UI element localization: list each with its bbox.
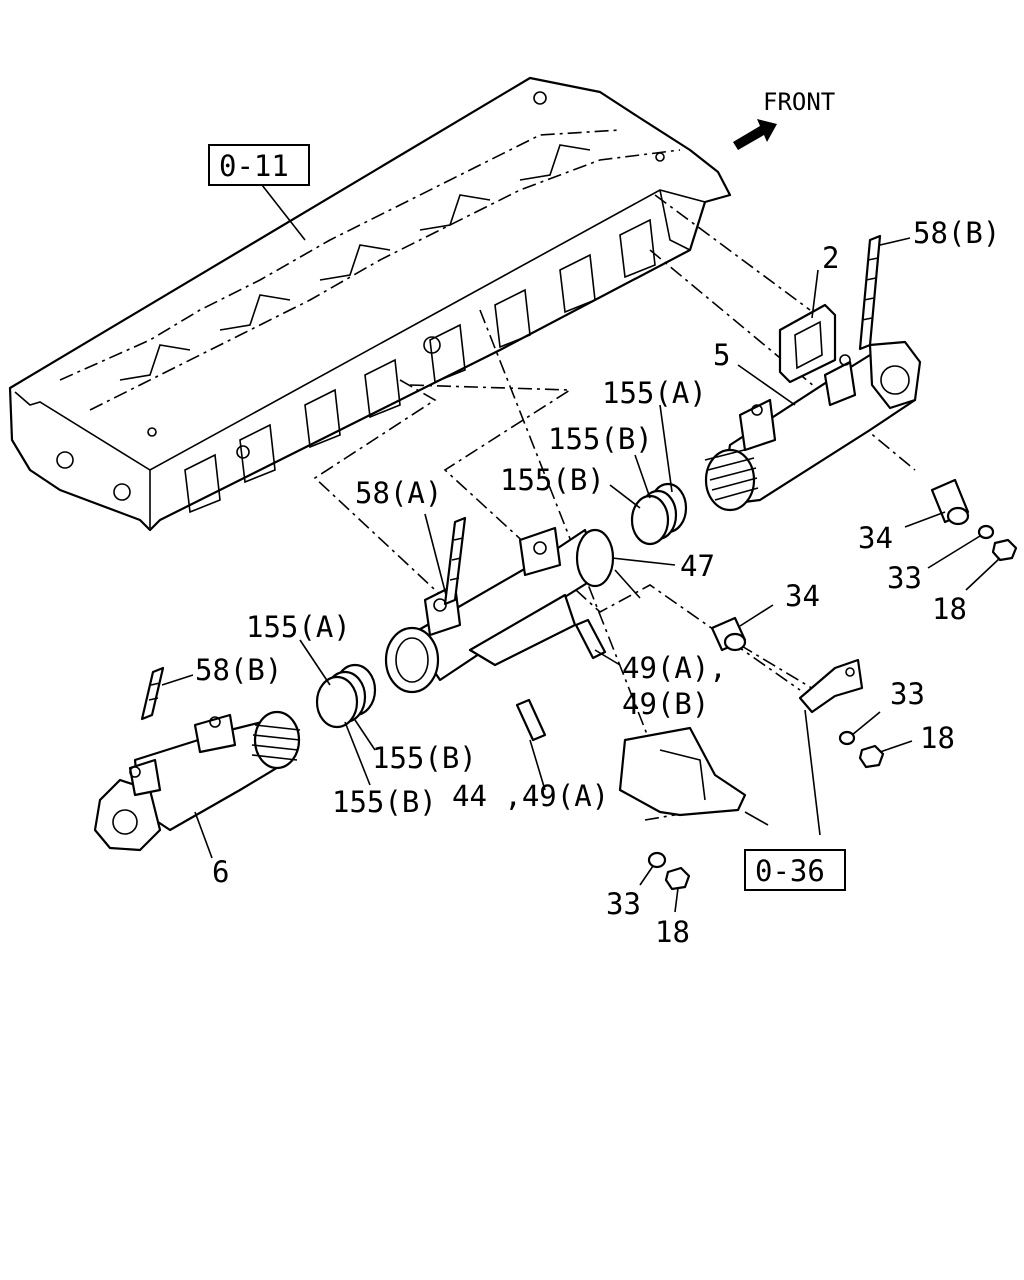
ref-label-0-36: 0-36 <box>755 854 825 888</box>
callout-47: 47 <box>680 549 715 583</box>
callout-155a-top: 155(A) <box>602 376 707 410</box>
bushing-34-right <box>930 478 970 526</box>
callout-44-49a: 44 ,49(A) <box>452 779 609 813</box>
callout-6: 6 <box>212 855 229 889</box>
front-arrow-icon <box>733 119 777 150</box>
washer-33-mid <box>838 730 856 746</box>
callout-18-mid: 18 <box>920 721 955 755</box>
pipe-5 <box>704 340 922 512</box>
nut-18-mid <box>858 744 885 769</box>
stud-58b-top <box>858 234 882 351</box>
bracket-right <box>798 658 864 714</box>
callout-33-mid: 33 <box>890 677 925 711</box>
stud-49 <box>515 618 607 742</box>
pipe-47 <box>384 526 615 694</box>
callout-155a-left: 155(A) <box>246 610 351 644</box>
bushing-34-mid <box>710 616 747 652</box>
rings-155-top <box>630 482 688 546</box>
pipe-6 <box>93 710 301 852</box>
bracket-0-36 <box>618 726 747 817</box>
callout-18-right: 18 <box>932 592 967 626</box>
cylinder-head <box>8 76 732 532</box>
callout-58a: 58(A) <box>355 476 442 510</box>
nut-18-right <box>991 538 1018 562</box>
nut-18-bottom <box>664 866 691 891</box>
callout-155b-left-2: 155(B) <box>332 785 437 819</box>
callout-155b-top-1: 155(B) <box>548 422 653 456</box>
ref-box-0-11[interactable] <box>208 144 310 186</box>
callout-34-right: 34 <box>858 521 893 555</box>
washer-33-bottom <box>647 851 667 869</box>
callout-34-mid: 34 <box>785 579 820 613</box>
callout-33-bottom: 33 <box>606 887 641 921</box>
callout-49-line2: 49(B) <box>622 687 709 721</box>
ref-box-0-36[interactable] <box>744 849 846 891</box>
stud-58b-left <box>140 666 165 721</box>
callout-58b-left: 58(B) <box>195 653 282 687</box>
callout-58b-top: 58(B) <box>913 216 1000 250</box>
callout-49-line1: 49(A), <box>622 651 727 685</box>
callout-5: 5 <box>713 338 730 372</box>
washer-33-right <box>977 524 995 540</box>
callout-155b-left-1: 155(B) <box>372 741 477 775</box>
callout-18-bottom: 18 <box>655 915 690 949</box>
front-label: FRONT <box>763 88 835 116</box>
callout-33-right: 33 <box>887 561 922 595</box>
callout-155b-top-2: 155(B) <box>500 463 605 497</box>
gasket-2 <box>778 303 837 384</box>
callout-2: 2 <box>822 241 839 275</box>
rings-155-left <box>315 663 377 729</box>
ref-label-0-11: 0-11 <box>219 149 289 183</box>
stud-58a <box>443 516 467 606</box>
